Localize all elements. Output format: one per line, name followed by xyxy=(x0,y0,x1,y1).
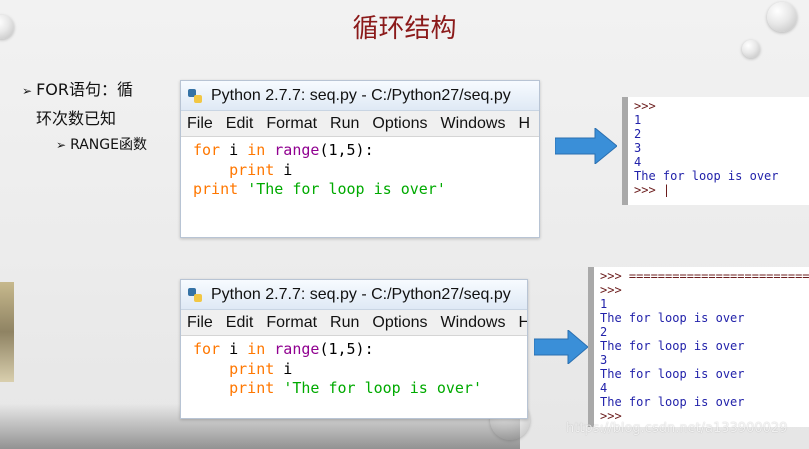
shell-output-line: 4 xyxy=(634,155,642,169)
string-literal: 'The for loop is over' xyxy=(283,379,482,397)
shell-output-line: The for loop is over xyxy=(600,339,745,353)
code-line-3: print 'The for loop is over' xyxy=(193,180,539,200)
code-line-2: print i xyxy=(193,360,527,380)
bullet-range-function: ➢RANGE函数 xyxy=(56,134,147,154)
code-token: i xyxy=(274,160,293,179)
shell-output-line: 3 xyxy=(600,353,608,367)
indent xyxy=(193,360,229,378)
keyword: in xyxy=(247,340,266,358)
shell-output-line: The for loop is over xyxy=(634,169,779,183)
string-literal: 'The for loop is over' xyxy=(247,180,446,198)
bullet-text: RANGE函数 xyxy=(70,137,147,153)
menu-file[interactable]: File xyxy=(187,114,213,132)
slide-title: 循环结构 xyxy=(352,14,457,44)
keyword: for xyxy=(193,141,221,159)
menu-bar: File Edit Format Run Options Windows H xyxy=(181,111,539,137)
code-token: i xyxy=(220,141,248,159)
code-editor[interactable]: for i in range(1,5): print i print 'The … xyxy=(181,336,527,399)
python-icon xyxy=(188,287,202,302)
menu-help[interactable]: H xyxy=(518,314,527,332)
python-icon xyxy=(188,88,202,103)
bullet-arrow-icon: ➢ xyxy=(22,84,33,98)
keyword: for xyxy=(193,340,221,358)
builtin: range xyxy=(274,141,320,159)
shell-output-line: 2 xyxy=(634,127,642,141)
shell-output-line: The for loop is over xyxy=(600,367,745,381)
shell-prompt: >>> | xyxy=(634,183,671,197)
keyword: print xyxy=(229,359,275,378)
code-token: i xyxy=(274,359,293,378)
shell-output-line: 1 xyxy=(634,113,642,127)
code-token xyxy=(238,180,247,198)
bullet-arrow-icon: ➢ xyxy=(56,138,67,152)
shell-output-line: 1 xyxy=(600,297,608,311)
shell-output-line: The for loop is over xyxy=(600,395,745,409)
window-titlebar[interactable]: Python 2.7.7: seq.py - C:/Python27/seq.p… xyxy=(181,81,539,111)
bubble-decoration xyxy=(767,2,797,32)
shell-output-line: 3 xyxy=(634,141,642,155)
photo-decoration xyxy=(0,282,14,382)
menu-windows[interactable]: Windows xyxy=(440,313,506,331)
code-line-3: print 'The for loop is over' xyxy=(193,379,527,399)
indent xyxy=(193,379,229,397)
bullet-text-cont: 环次数已知 xyxy=(36,109,117,128)
code-token: (1,5): xyxy=(319,340,374,358)
code-token xyxy=(265,141,274,159)
shell-prompt: >>> xyxy=(600,409,622,423)
shell-output-line: 4 xyxy=(600,381,608,395)
shell-prompt: >>> xyxy=(600,283,622,297)
keyword: in xyxy=(247,141,266,159)
menu-bar: File Edit Format Run Options Windows H xyxy=(181,310,527,336)
menu-options[interactable]: Options xyxy=(372,114,428,132)
menu-help[interactable]: H xyxy=(518,114,530,132)
window-title: Python 2.7.7: seq.py - C:/Python27/seq.p… xyxy=(211,285,511,303)
code-line-1: for i in range(1,5): xyxy=(193,141,539,161)
menu-file[interactable]: File xyxy=(187,313,213,331)
shell-prompt: >>> ========================== xyxy=(600,269,809,283)
indent xyxy=(193,161,229,179)
arrow-right-icon xyxy=(555,128,617,164)
keyword: print xyxy=(229,160,275,179)
code-token: (1,5): xyxy=(319,141,374,159)
code-token xyxy=(274,379,283,397)
code-line-2: print i xyxy=(193,161,539,181)
bullet-for-statement: ➢FOR语句：循 环次数已知 xyxy=(22,76,162,133)
menu-edit[interactable]: Edit xyxy=(225,313,254,331)
keyword: print xyxy=(229,379,275,397)
menu-run[interactable]: Run xyxy=(330,114,360,132)
menu-options[interactable]: Options xyxy=(372,313,428,331)
shell-output-line: 2 xyxy=(600,325,608,339)
shell-prompt: >>> xyxy=(634,99,656,113)
idle-editor-window-top[interactable]: Python 2.7.7: seq.py - C:/Python27/seq.p… xyxy=(180,80,540,238)
menu-format[interactable]: Format xyxy=(266,313,318,331)
bubble-decoration xyxy=(742,40,760,58)
builtin: range xyxy=(274,340,320,358)
arrow-right-icon xyxy=(534,330,588,364)
menu-run[interactable]: Run xyxy=(330,313,360,331)
shell-output-line: The for loop is over xyxy=(600,311,745,325)
idle-editor-window-bottom[interactable]: Python 2.7.7: seq.py - C:/Python27/seq.p… xyxy=(180,279,528,419)
menu-windows[interactable]: Windows xyxy=(440,114,506,132)
watermark: https://blog.csdn.net/a133900029 xyxy=(566,421,788,436)
code-token xyxy=(265,340,274,358)
window-titlebar[interactable]: Python 2.7.7: seq.py - C:/Python27/seq.p… xyxy=(181,280,527,310)
menu-edit[interactable]: Edit xyxy=(225,114,254,132)
bubble-decoration xyxy=(0,15,14,39)
menu-format[interactable]: Format xyxy=(266,114,318,132)
keyword: print xyxy=(193,180,239,198)
code-line-1: for i in range(1,5): xyxy=(193,340,527,360)
code-token: i xyxy=(220,340,248,358)
window-title: Python 2.7.7: seq.py - C:/Python27/seq.p… xyxy=(211,86,511,104)
bullet-text: FOR语句：循 xyxy=(36,80,133,99)
